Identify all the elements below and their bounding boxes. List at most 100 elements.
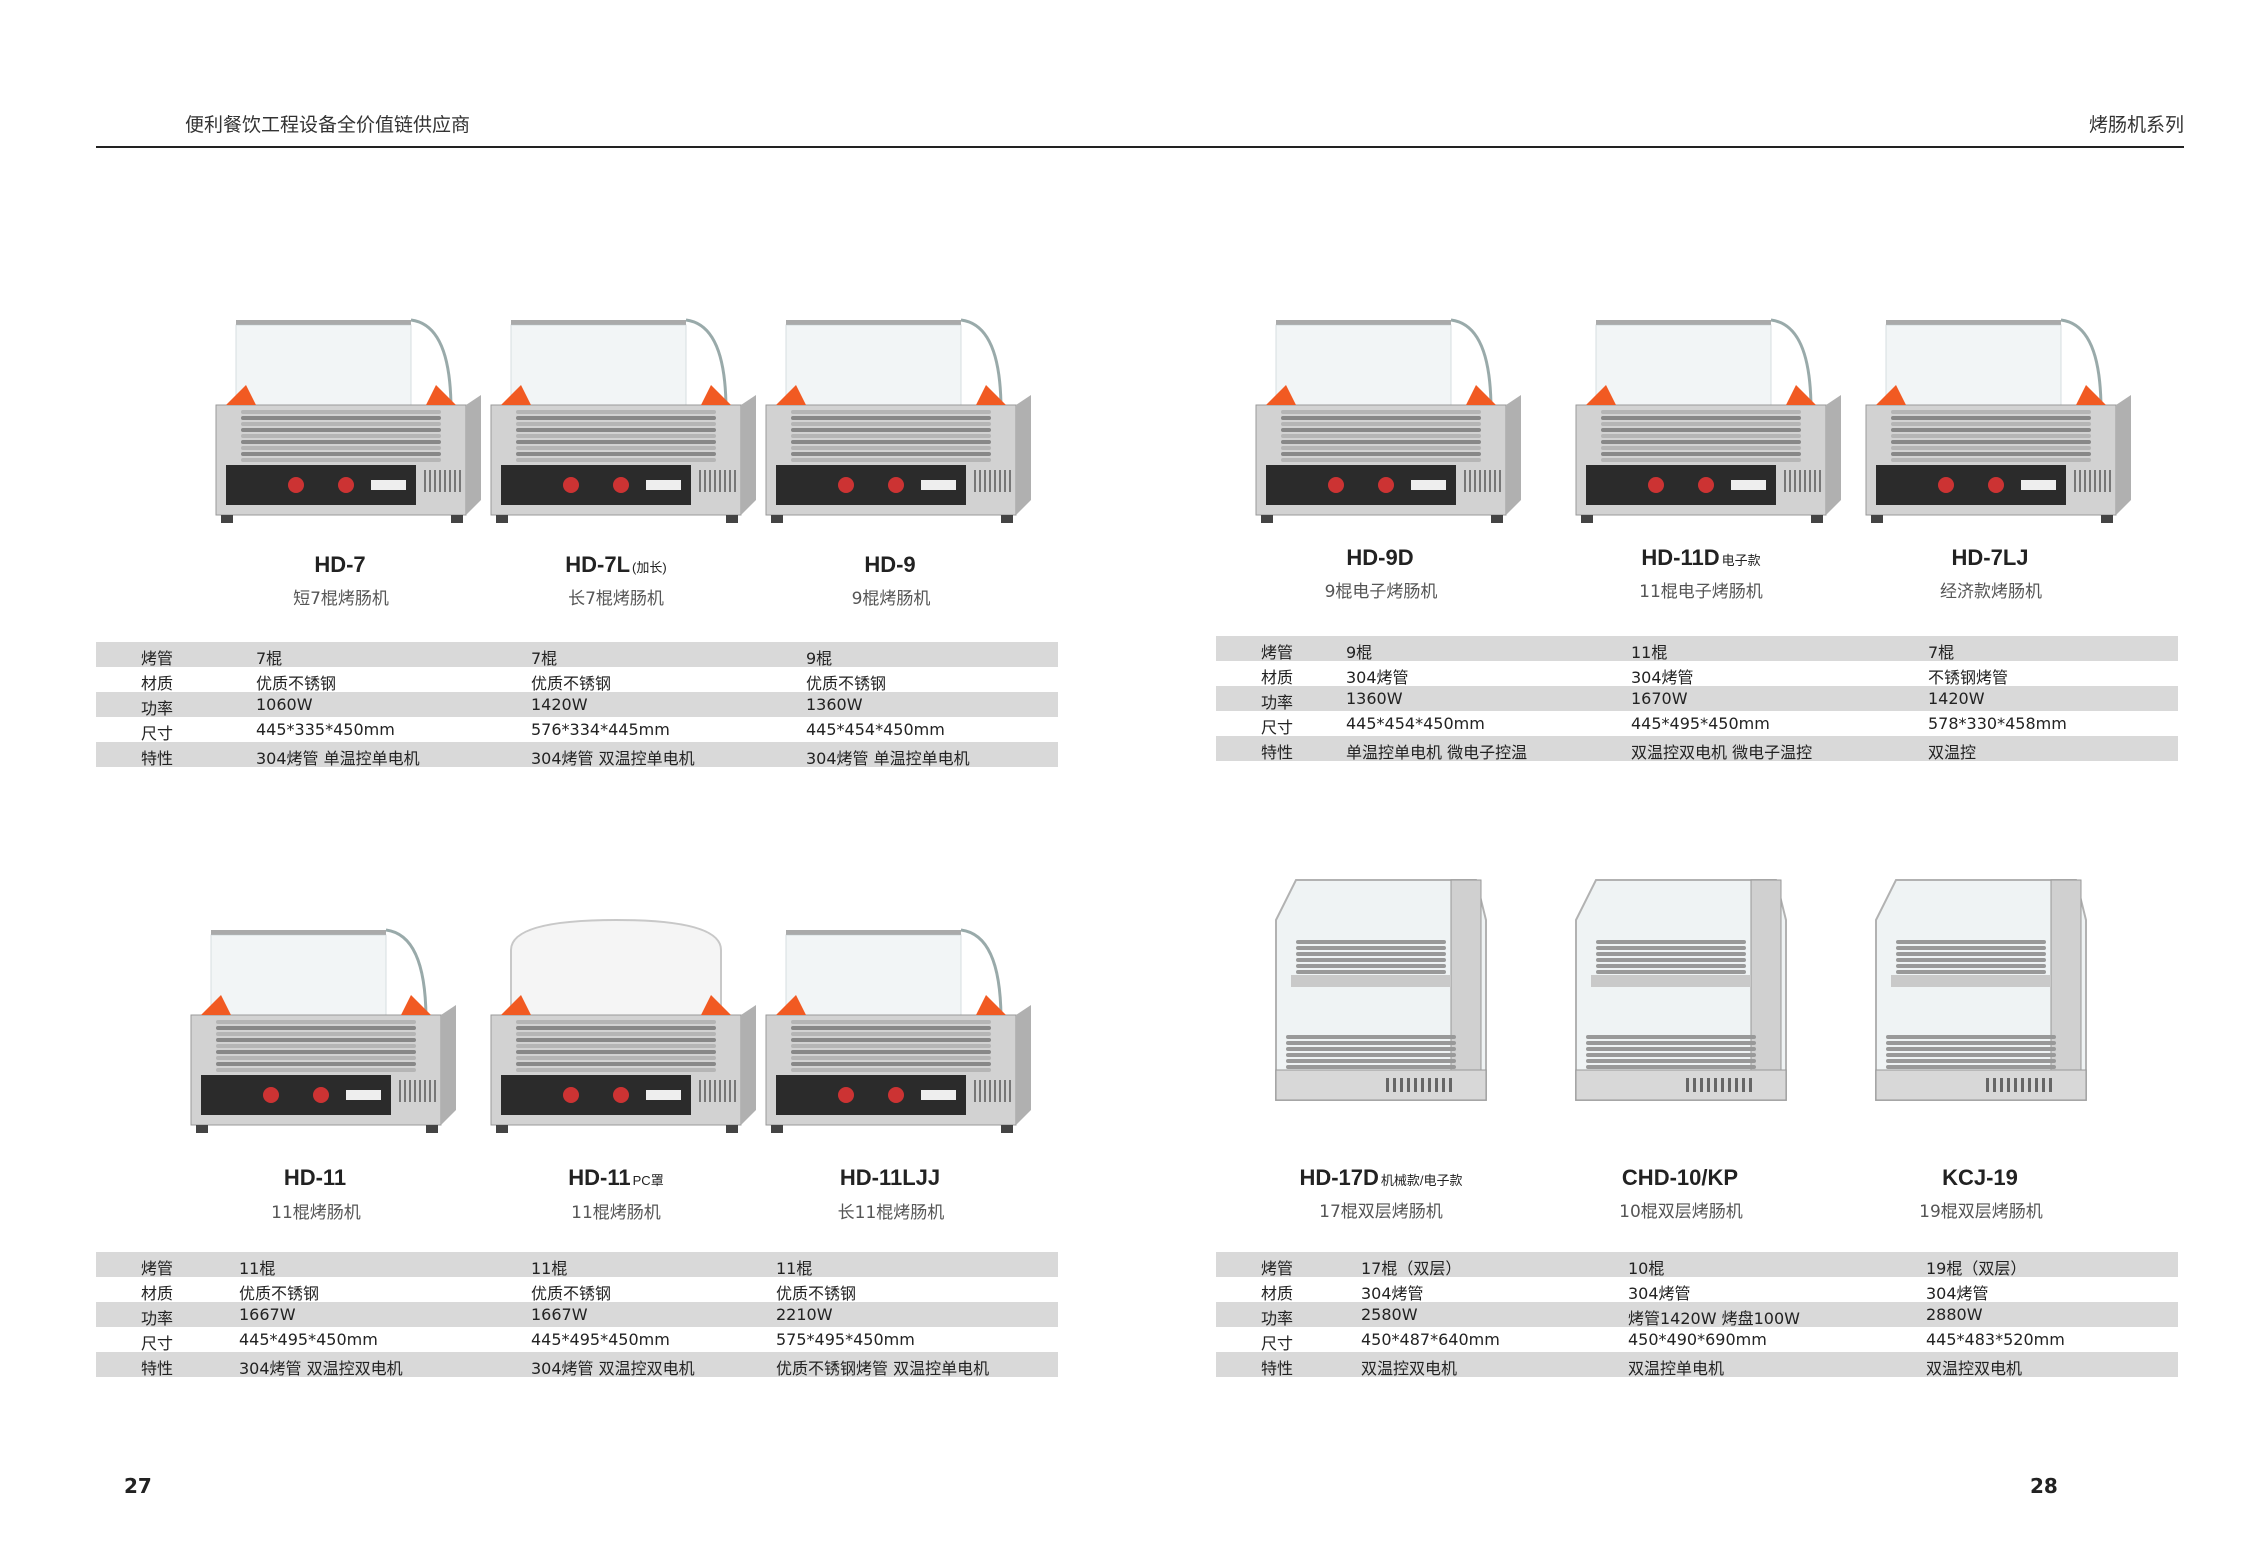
spec-value: 304烤管 <box>1346 668 1409 687</box>
product-image <box>1556 300 1846 530</box>
spec-value: 578*330*458mm <box>1928 714 2067 733</box>
spec-row: 尺寸 445*454*450mm 445*495*450mm 578*330*458m… <box>1216 711 2178 737</box>
product-model: HD-7LJ <box>1846 545 2136 571</box>
product-name: 17棍双层烤肠机 <box>1319 1202 1443 1222</box>
spec-value: 445*483*520mm <box>1926 1330 2065 1349</box>
spec-value: 双温控 <box>1928 743 1977 762</box>
spec-value: 17棍（双层） <box>1361 1259 1462 1278</box>
spec-value: 19棍（双层） <box>1926 1259 2027 1278</box>
product-name: 11棍电子烤肠机 <box>1639 582 1763 602</box>
spec-row: 材质优质不锈钢优质不锈钢优质不锈钢 <box>96 667 1058 693</box>
product-name: 11棍烤肠机 <box>271 1203 361 1223</box>
spec-value: 445*495*450mm <box>1631 714 1770 733</box>
product-image <box>1836 860 2126 1120</box>
product-model-code: HD-11LJJ <box>839 1165 941 1190</box>
product-model-code: HD-11 <box>283 1165 347 1190</box>
product-name: 11棍烤肠机 <box>571 1203 661 1223</box>
product-model-code: KCJ-19 <box>1942 1165 2018 1190</box>
spec-value: 7棍 <box>531 649 558 668</box>
product-model-code: HD-17D <box>1299 1165 1379 1190</box>
spec-value: 11棍 <box>239 1259 276 1278</box>
spec-label: 材质 <box>141 674 174 693</box>
spec-value: 1360W <box>806 695 863 714</box>
spec-value: 304烤管 双温控单电机 <box>531 749 695 768</box>
spec-value: 304烤管 双温控双电机 <box>531 1359 695 1378</box>
spec-value: 445*454*450mm <box>1346 714 1485 733</box>
spec-value: 576*334*445mm <box>531 720 670 739</box>
spec-value: 7棍 <box>1928 643 1955 662</box>
spec-label: 材质 <box>141 1284 174 1303</box>
spec-label: 烤管 <box>1261 643 1294 662</box>
spec-value: 优质不锈钢 <box>531 1284 612 1303</box>
spec-row: 材质优质不锈钢优质不锈钢优质不锈钢 <box>96 1277 1058 1303</box>
product-model: CHD-10/KP <box>1536 1165 1826 1191</box>
product-image <box>196 300 486 530</box>
product-name: 长11棍烤肠机 <box>837 1203 945 1223</box>
page-number-right: 28 <box>2030 1474 2058 1498</box>
spec-value: 双温控单电机 <box>1628 1359 1725 1378</box>
product-name: 10棍双层烤肠机 <box>1619 1202 1743 1222</box>
product-model: HD-7 <box>196 552 486 578</box>
product-image <box>1236 860 1526 1120</box>
product-model-suffix: (加长) <box>632 560 667 575</box>
spec-value: 1360W <box>1346 689 1403 708</box>
spec-value: 烤管1420W 烤盘100W <box>1628 1309 1800 1328</box>
spec-value: 双温控双电机 <box>1361 1359 1458 1378</box>
spec-value: 11棍 <box>531 1259 568 1278</box>
spec-value: 304烤管 <box>1361 1284 1424 1303</box>
product-model: HD-11 <box>171 1165 461 1191</box>
product-image <box>746 910 1036 1140</box>
product-model: HD-9D <box>1236 545 1526 571</box>
spec-value: 1667W <box>531 1305 588 1324</box>
spec-label: 特性 <box>1261 743 1294 762</box>
page-number-left: 27 <box>124 1474 152 1498</box>
spec-label: 材质 <box>1261 668 1294 687</box>
product-name: 9棍电子烤肠机 <box>1324 582 1438 602</box>
product-model-code: HD-7L <box>565 552 631 577</box>
product-image <box>471 300 761 530</box>
product-image <box>1536 860 1826 1120</box>
spec-value: 2880W <box>1926 1305 1983 1324</box>
spec-value: 304烤管 单温控单电机 <box>256 749 420 768</box>
spec-value: 304烤管 <box>1631 668 1694 687</box>
spec-row: 特性 双温控双电机 双温控单电机 双温控双电机 <box>1216 1352 2178 1378</box>
spec-value: 445*495*450mm <box>531 1330 670 1349</box>
product-image <box>746 300 1036 530</box>
product-model-code: HD-7 <box>314 552 366 577</box>
product-image <box>471 910 761 1140</box>
spec-label: 特性 <box>141 749 174 768</box>
header-series-title: 烤肠机系列 <box>2088 114 2184 136</box>
spec-label: 特性 <box>1261 1359 1294 1378</box>
spec-label: 烤管 <box>1261 1259 1294 1278</box>
spec-value: 优质不锈钢 <box>239 1284 320 1303</box>
spec-label: 功率 <box>141 699 174 718</box>
spec-value: 1667W <box>239 1305 296 1324</box>
product-image <box>1236 300 1526 530</box>
spec-value: 11棍 <box>776 1259 813 1278</box>
spec-label: 功率 <box>1261 1309 1294 1328</box>
header-divider <box>96 146 2184 148</box>
product-model-suffix: 机械款/电子款 <box>1380 1173 1463 1188</box>
spec-value: 11棍 <box>1631 643 1668 662</box>
spec-value: 7棍 <box>256 649 283 668</box>
product-model-suffix: PC罩 <box>632 1173 664 1188</box>
spec-value: 双温控双电机 <box>1926 1359 2023 1378</box>
spec-label: 尺寸 <box>1261 718 1294 737</box>
spec-value: 不锈钢烤管 <box>1928 668 2009 687</box>
